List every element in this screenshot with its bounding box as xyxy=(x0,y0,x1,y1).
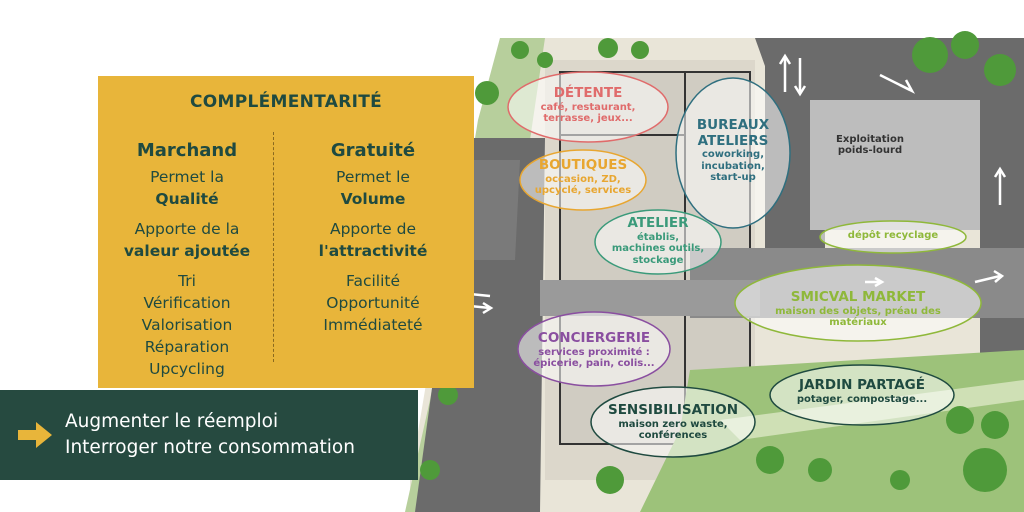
sensibilisation-subtitle-2: conférences xyxy=(638,430,708,442)
marchand-line1-bold: Qualité xyxy=(155,190,219,208)
bureaux-zone xyxy=(675,77,791,229)
gratuite-line1-bold: Volume xyxy=(340,190,406,208)
gratuite-item: Immédiateté xyxy=(323,316,423,334)
gratuite-column: Gratuité Permet le Volume Apporte de l'a… xyxy=(288,140,458,336)
jardin-label: JARDIN PARTAGÉ potager, compostage... xyxy=(786,377,938,405)
marchand-line2: Apporte de la xyxy=(134,220,240,238)
bureaux-label: BUREAUX ATELIERS coworking, incubation, … xyxy=(683,117,783,184)
exploitation-zone xyxy=(810,100,980,230)
boutiques-subtitle-2: upcyclé, services xyxy=(534,185,632,197)
conciergerie-label: CONCIERGERIE services proximité : épicer… xyxy=(528,330,660,370)
marchand-line1: Permet la xyxy=(150,168,224,186)
marchand-line2-bold: valeur ajoutée xyxy=(123,242,251,260)
bureaux-subtitle-1: coworking, xyxy=(702,149,764,161)
banner-line-1: Augmenter le réemploi xyxy=(65,411,279,432)
gratuite-item: Opportunité xyxy=(326,294,420,312)
bureaux-title-2: ATELIERS xyxy=(697,132,769,149)
conclusion-banner: Augmenter le réemploi Interroger notre c… xyxy=(0,390,418,480)
marchand-item: Vérification xyxy=(143,294,231,312)
atelier-subtitle-1: établis, xyxy=(636,231,680,243)
detente-subtitle-2: terrasse, jeux... xyxy=(543,113,633,125)
atelier-label: ATELIER établis, machines outils, stocka… xyxy=(605,215,711,266)
exploitation-line-2: poids-lourd xyxy=(837,145,903,156)
gratuite-heading: Gratuité xyxy=(330,140,416,161)
marchand-item: Upcycling xyxy=(149,360,225,378)
arrow-right-icon xyxy=(18,422,52,448)
jardin-zone xyxy=(769,364,955,426)
bureaux-subtitle-2: incubation, xyxy=(701,160,765,172)
trees xyxy=(420,31,1016,494)
panel-title: COMPLÉMENTARITÉ xyxy=(189,92,383,112)
bureaux-subtitle-3: start-up xyxy=(710,172,756,184)
sensibilisation-zone xyxy=(590,386,756,458)
boutiques-zone xyxy=(519,149,647,211)
gratuite-line2: Apporte de xyxy=(329,220,417,238)
market-label: SMICVAL MARKET maison des objets, préau … xyxy=(750,289,966,329)
boutiques-subtitle-1: occasion, ZD, xyxy=(545,173,621,185)
detente-zone xyxy=(507,71,669,143)
sensibilisation-subtitle-1: maison zero waste, xyxy=(618,418,728,430)
sensibilisation-title: SENSIBILISATION xyxy=(607,402,739,418)
marchand-heading: Marchand xyxy=(136,140,238,161)
market-subtitle-1: maison des objets, préau des xyxy=(775,305,941,317)
market-zone xyxy=(734,264,982,342)
market-subtitle-2: matériaux xyxy=(829,317,887,329)
exploitation-line-1: Exploitation xyxy=(836,134,904,145)
banner-line-2: Interroger notre consommation xyxy=(65,437,355,458)
conciergerie-title: CONCIERGERIE xyxy=(537,330,651,346)
parking-stalls xyxy=(462,160,520,260)
conciergerie-subtitle-1: services proximité : xyxy=(538,346,650,358)
jardin-title: JARDIN PARTAGÉ xyxy=(799,377,925,393)
exploitation-label: Exploitation poids-lourd xyxy=(820,134,920,156)
atelier-zone xyxy=(594,209,722,275)
marchand-item: Tri xyxy=(178,272,196,290)
conciergerie-subtitle-2: épicerie, pain, colis... xyxy=(533,358,655,370)
detente-subtitle-1: café, restaurant, xyxy=(540,101,636,113)
depot-title: dépôt recyclage xyxy=(847,230,939,241)
sensibilisation-label: SENSIBILISATION maison zero waste, confé… xyxy=(598,402,748,442)
conciergerie-zone xyxy=(517,311,671,387)
marchand-column: Marchand Permet la Qualité Apporte de la… xyxy=(102,140,272,380)
complementarity-panel: COMPLÉMENTARITÉ Marchand Permet la Quali… xyxy=(98,76,474,388)
depot-zone xyxy=(819,220,967,254)
gratuite-line1: Permet le xyxy=(336,168,410,186)
boutiques-title: BOUTIQUES xyxy=(538,157,628,173)
detente-title: DÉTENTE xyxy=(553,85,623,101)
gratuite-line2-bold: l'attractivité xyxy=(318,242,428,260)
detente-label: DÉTENTE café, restaurant, terrasse, jeux… xyxy=(520,85,656,125)
gratuite-item: Facilité xyxy=(345,272,401,290)
boutiques-label: BOUTIQUES occasion, ZD, upcyclé, service… xyxy=(524,157,642,197)
atelier-subtitle-2: machines outils, xyxy=(611,243,705,255)
atelier-subtitle-3: stockage xyxy=(632,254,684,266)
road-cross xyxy=(540,280,760,316)
marchand-item: Réparation xyxy=(144,338,230,356)
marchand-item: Valorisation xyxy=(141,316,233,334)
panel-divider xyxy=(273,132,274,362)
depot-label: dépôt recyclage xyxy=(830,230,956,242)
market-title: SMICVAL MARKET xyxy=(790,289,926,305)
jardin-subtitle: potager, compostage... xyxy=(796,393,928,405)
bureaux-title-1: BUREAUX xyxy=(696,117,770,133)
atelier-title: ATELIER xyxy=(627,215,689,231)
